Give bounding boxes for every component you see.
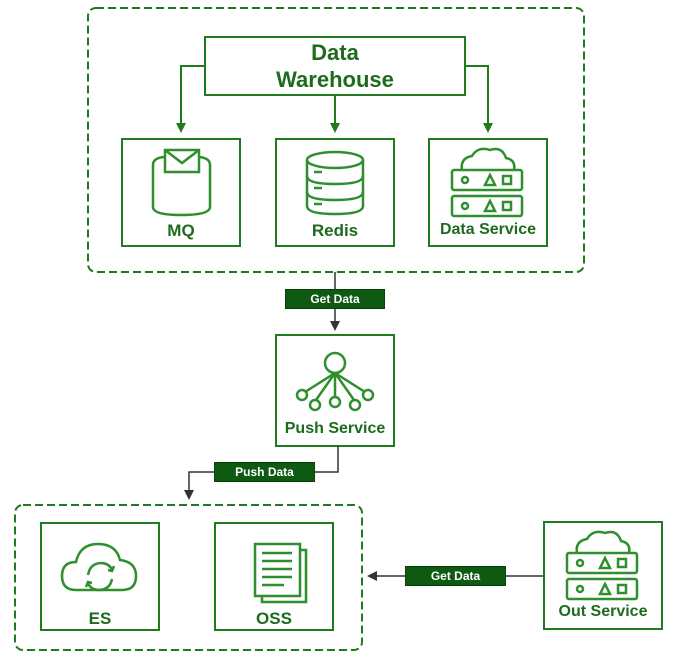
push-data-tag: Push Data: [214, 462, 315, 482]
cloud-sync-icon: [60, 542, 138, 592]
es-label: ES: [88, 609, 112, 628]
push-service-label: Push Service: [284, 420, 386, 437]
database-icon: [305, 150, 365, 216]
redis-label: Redis: [311, 221, 359, 240]
top-group-border: [87, 7, 585, 273]
data-service-label: Data Service: [439, 221, 537, 238]
cloud-server-icon: [450, 147, 524, 218]
data-service-node[interactable]: [428, 138, 548, 247]
envelope-cylinder-icon: [151, 148, 212, 217]
edge-warehouse-mq: [176, 65, 205, 133]
edge-warehouse-dataservice: [465, 65, 493, 133]
oss-label: OSS: [256, 609, 292, 628]
hub-network-icon: [295, 351, 375, 412]
documents-icon: [253, 542, 308, 604]
out-service-node[interactable]: [543, 521, 663, 630]
mq-node[interactable]: [121, 138, 241, 247]
out-service-label: Out Service: [558, 603, 648, 620]
get-data-tag-right: Get Data: [405, 566, 506, 586]
data-warehouse-label: Data Warehouse: [276, 40, 394, 92]
storage-group-border: [14, 504, 363, 651]
mq-label: MQ: [167, 221, 195, 240]
cloud-server-icon: [565, 530, 639, 601]
redis-node[interactable]: [275, 138, 395, 247]
get-data-tag-top: Get Data: [285, 289, 385, 309]
es-node[interactable]: [40, 522, 160, 631]
